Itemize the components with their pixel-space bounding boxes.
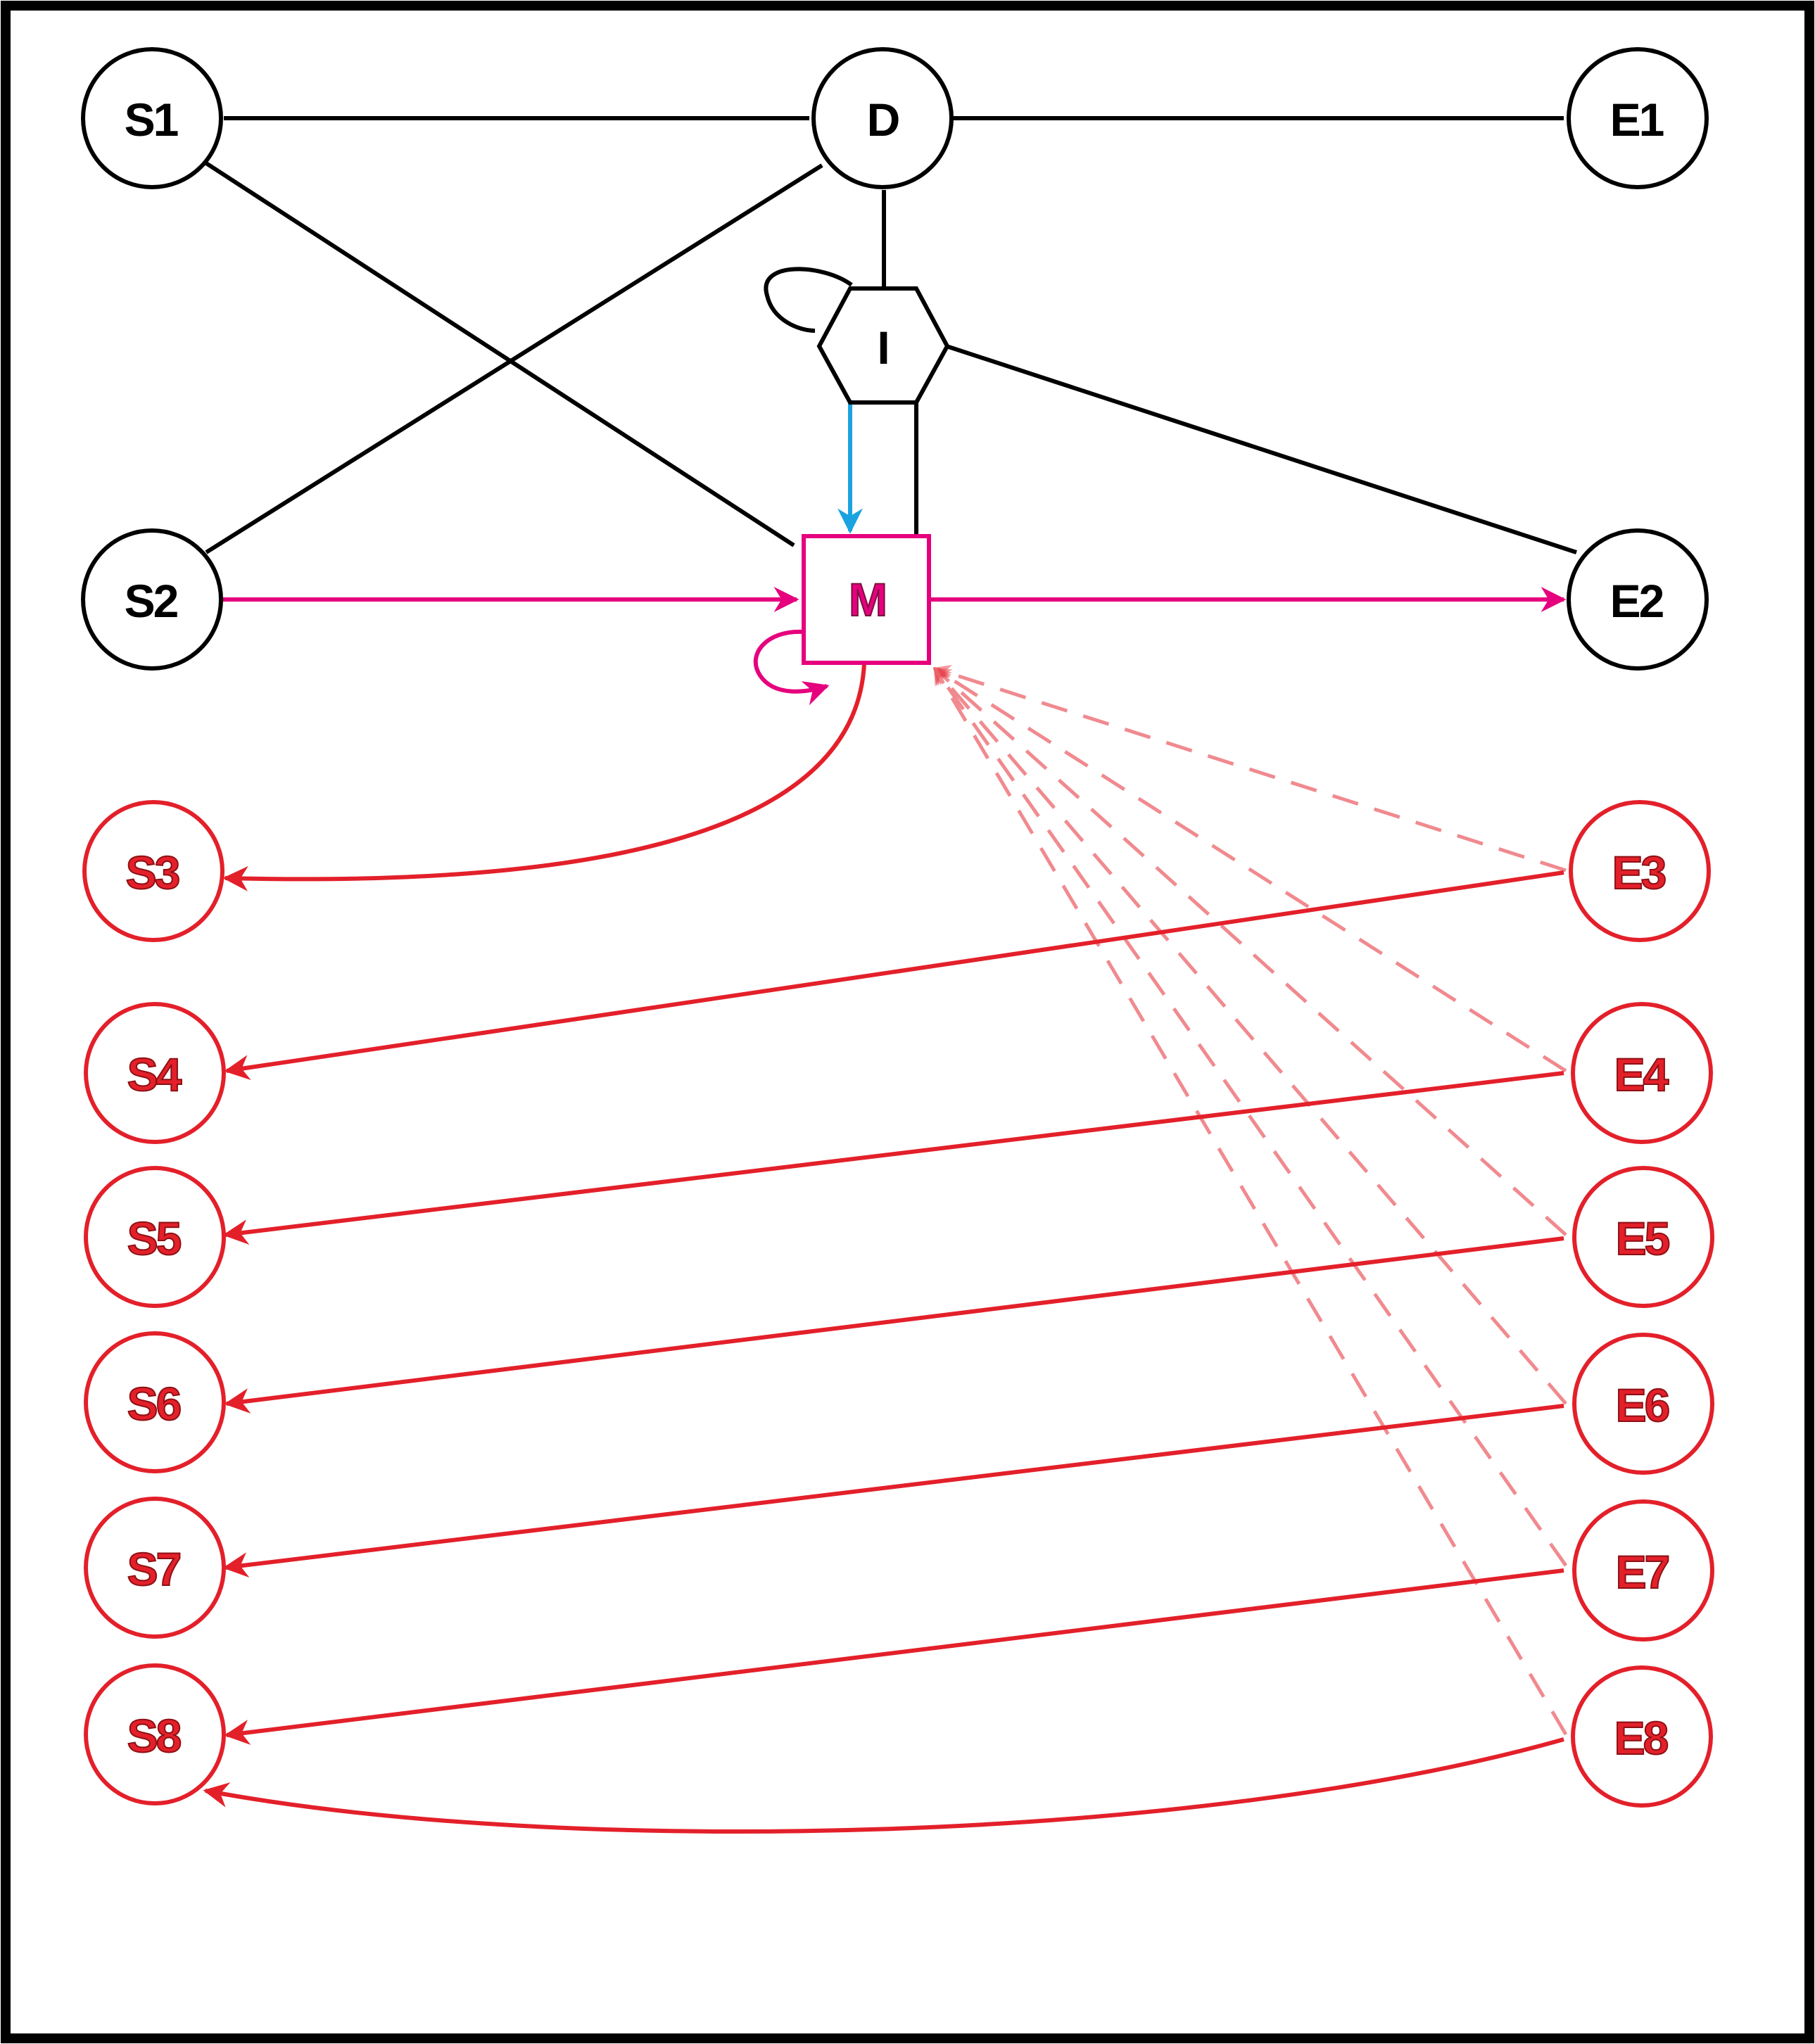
node-i[interactable]: [816, 286, 950, 405]
edge-e7-s8: [224, 1568, 1564, 1745]
node-e4[interactable]: [1571, 1002, 1713, 1144]
label-s8: S8: [127, 1710, 181, 1762]
node-e6[interactable]: [1572, 1333, 1714, 1475]
label-e2: E2: [1610, 575, 1664, 627]
node-e5[interactable]: [1572, 1166, 1714, 1308]
node-e1[interactable]: [1567, 47, 1709, 189]
magenta-edges: [222, 587, 1567, 706]
edge-e5-s6: [224, 1236, 1564, 1414]
node-e2[interactable]: [1567, 528, 1709, 671]
edge-s2-d: [205, 163, 823, 554]
label-e3: E3: [1612, 846, 1666, 899]
node-s6[interactable]: [84, 1331, 226, 1473]
edge-e6-s7: [222, 1404, 1564, 1578]
label-s1: S1: [125, 94, 178, 146]
label-e1: E1: [1610, 94, 1664, 146]
node-s7[interactable]: [84, 1497, 226, 1639]
node-e3[interactable]: [1569, 800, 1711, 942]
node-s5[interactable]: [84, 1166, 226, 1308]
edge-s1-m: [205, 161, 795, 547]
label-s4: S4: [127, 1048, 182, 1100]
label-i: I: [877, 322, 887, 374]
dashed-edge-e7-m: [932, 666, 1568, 1567]
dashed-edge-e6-m: [933, 667, 1567, 1405]
node-d[interactable]: [811, 47, 954, 189]
node-e8[interactable]: [1571, 1665, 1713, 1808]
edge-e3-s4: [224, 870, 1564, 1081]
label-e8: E8: [1614, 1712, 1668, 1764]
label-d: D: [867, 94, 899, 146]
label-e4: E4: [1614, 1048, 1669, 1100]
self-loop-i: [764, 267, 853, 333]
label-e7: E7: [1616, 1546, 1669, 1598]
red-edges: [203, 663, 1564, 1834]
label-s3: S3: [126, 846, 179, 899]
node-s4[interactable]: [84, 1002, 226, 1144]
label-e6: E6: [1616, 1379, 1669, 1431]
dashed-edge-e8-m: [932, 666, 1568, 1736]
black-nodes: [81, 47, 1709, 671]
label-s2: S2: [125, 575, 178, 627]
label-m: M: [849, 573, 885, 626]
dashed-edges: [932, 664, 1568, 1736]
black-edges: [205, 116, 1577, 554]
dashed-edge-e5-m: [933, 667, 1567, 1236]
node-s8[interactable]: [84, 1663, 226, 1805]
edge-m-s3: [222, 663, 866, 891]
dashed-edge-e4-m: [932, 666, 1567, 1073]
node-s2[interactable]: [81, 528, 223, 671]
node-s1[interactable]: [81, 47, 223, 189]
red-labels: S3 S4 S5 S6 S7 S8 E3 E4 E5 E6 E7 E8: [125, 846, 1672, 1765]
edge-i-e2: [946, 344, 1577, 554]
edge-e8-s8: [203, 1737, 1564, 1834]
label-s7: S7: [127, 1543, 180, 1595]
self-loop-m: [753, 629, 830, 706]
node-m[interactable]: [802, 534, 931, 665]
label-e5: E5: [1616, 1212, 1669, 1264]
label-s6: S6: [127, 1378, 181, 1430]
red-nodes: [82, 800, 1714, 1808]
black-labels: S1 D E1 I S2 E2: [125, 94, 1666, 627]
node-e7[interactable]: [1572, 1499, 1714, 1642]
dashed-edge-e3-m: [932, 664, 1567, 872]
label-s5: S5: [127, 1212, 181, 1264]
node-s3[interactable]: [82, 800, 224, 942]
edge-e4-s5: [222, 1071, 1564, 1245]
